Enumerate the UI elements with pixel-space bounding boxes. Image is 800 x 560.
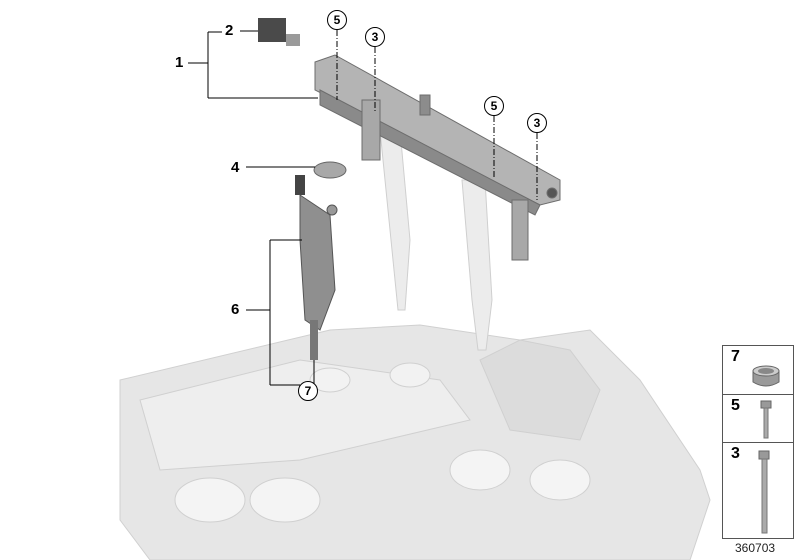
- legend-item-5: 5: [723, 395, 793, 443]
- label-part-1: 1: [175, 54, 184, 71]
- label-part-6: 6: [231, 301, 240, 318]
- label-part-4: 4: [231, 159, 240, 176]
- callout-5: 5: [327, 10, 347, 30]
- cylinder-head-illustration: [119, 324, 711, 560]
- legend-number: 7: [731, 348, 740, 365]
- callout-3: 3: [527, 113, 547, 133]
- legend-item-3: 3: [723, 443, 793, 538]
- diagram-reference-number: 360703: [735, 541, 776, 555]
- pressure-sensor-illustration: [258, 18, 300, 46]
- long-bolt-icon: [758, 450, 770, 534]
- fuel-rail-illustration: [314, 54, 561, 261]
- short-bolt-icon: [760, 400, 772, 439]
- legend-item-7: 7: [723, 346, 793, 395]
- callout-7: 7: [298, 381, 318, 401]
- injector-illustration: [295, 175, 338, 360]
- seal-plate-illustration: [313, 161, 347, 179]
- seal-ring-icon: [752, 365, 780, 387]
- callout-3: 3: [365, 27, 385, 47]
- parts-legend: 7 5 3: [722, 345, 794, 539]
- mounted-injectors-illustration: [379, 129, 493, 351]
- leader-lines: [188, 30, 318, 398]
- callout-5: 5: [484, 96, 504, 116]
- legend-number: 3: [731, 445, 740, 462]
- dash-dot-lines: [336, 30, 538, 200]
- legend-number: 5: [731, 397, 740, 414]
- label-part-2: 2: [225, 22, 234, 39]
